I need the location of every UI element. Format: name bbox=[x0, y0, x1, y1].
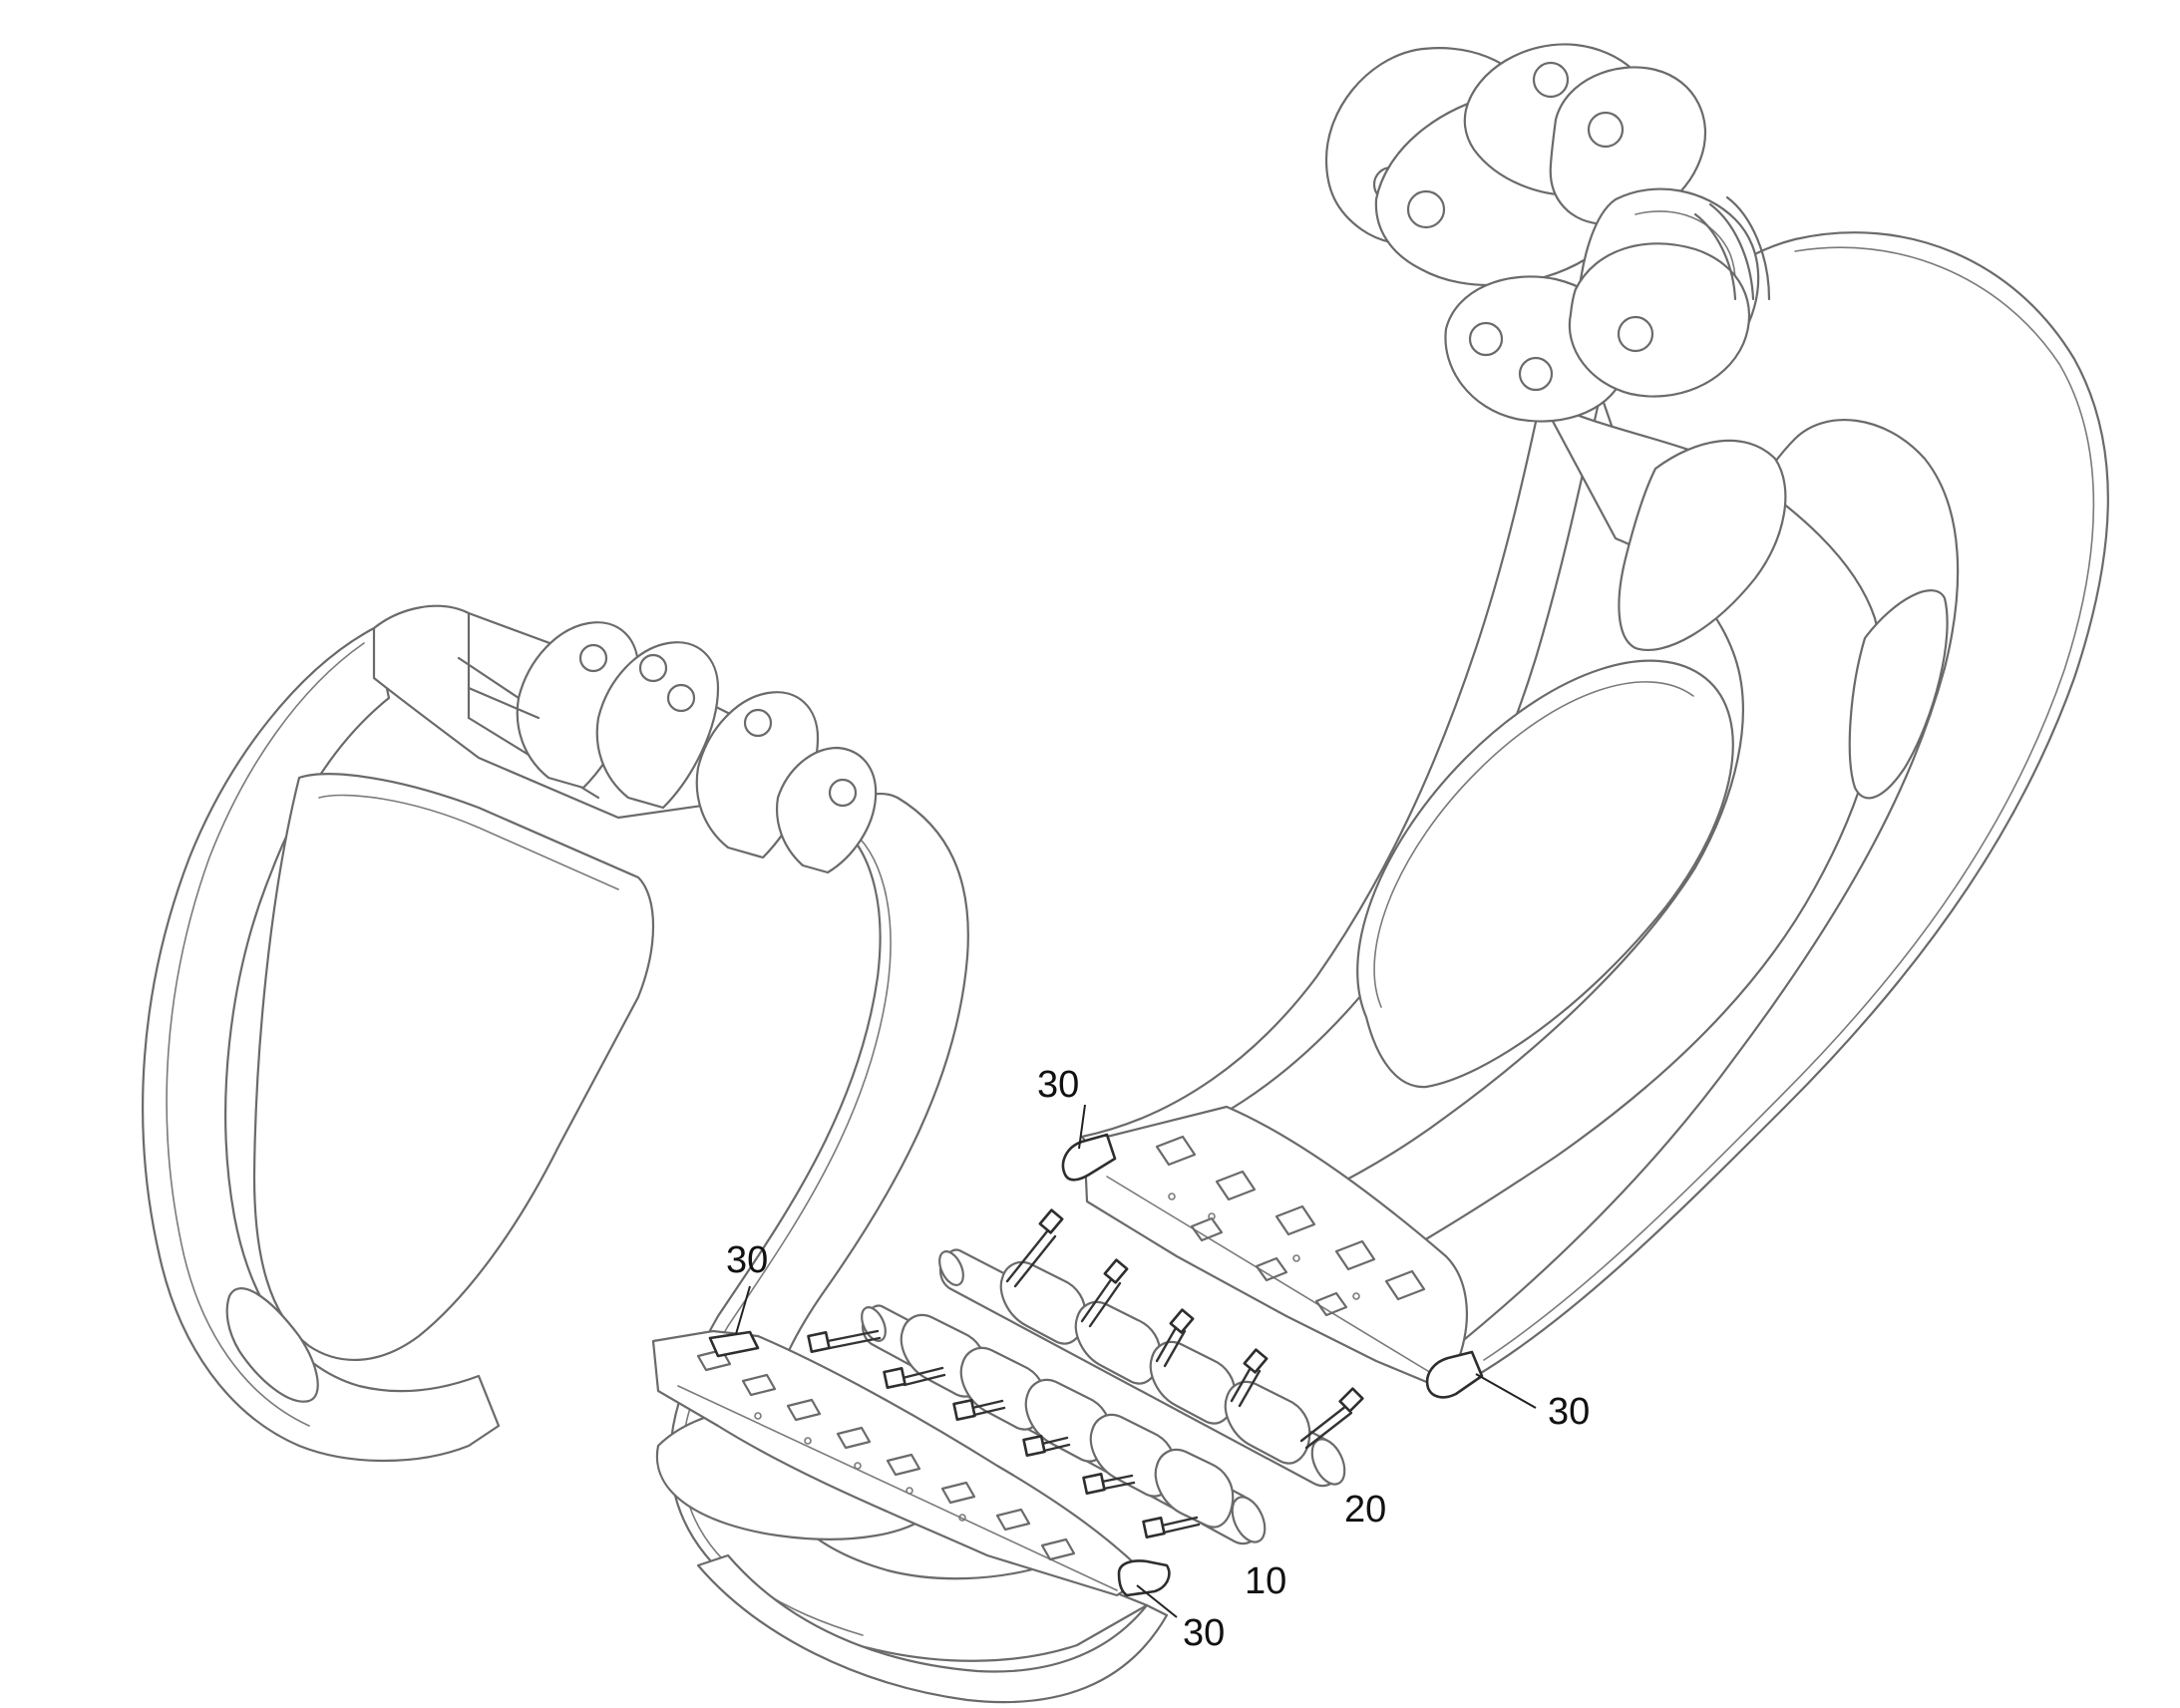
right-arm-tip-plate bbox=[1083, 1105, 1468, 1388]
lug-bore bbox=[1532, 61, 1570, 99]
lug-bore bbox=[638, 653, 668, 683]
callout-label: 20 bbox=[1344, 1489, 1386, 1531]
lug-bore bbox=[1617, 315, 1654, 353]
leader-30-upper-right bbox=[1078, 1104, 1086, 1150]
lug-bore bbox=[1518, 356, 1554, 392]
lug-bore bbox=[743, 708, 773, 738]
leader-30-left bbox=[735, 1285, 751, 1335]
lug-bore bbox=[578, 643, 608, 673]
shaft-20-collars bbox=[999, 1260, 1311, 1465]
wear-block-upper-left bbox=[1061, 1133, 1117, 1182]
tip-plate-slots bbox=[1155, 1135, 1426, 1317]
wear-block-bottom bbox=[1117, 1559, 1171, 1597]
lug-bore bbox=[1468, 321, 1504, 357]
callouts: 30 30 30 20 10 30 bbox=[726, 1064, 1590, 1654]
callout-label: 10 bbox=[1245, 1560, 1286, 1602]
right-arm-hinge-lugs bbox=[1324, 43, 1771, 423]
lug-bore bbox=[666, 683, 696, 713]
lug-bore bbox=[828, 778, 858, 808]
callout-label: 30 bbox=[1548, 1391, 1590, 1433]
callout-label: 30 bbox=[1037, 1064, 1079, 1106]
right-grapple-arm bbox=[1061, 43, 2109, 1399]
shaft-assembly-10 bbox=[807, 1304, 1267, 1545]
shaft-10-collars bbox=[900, 1313, 1235, 1529]
shaft-assembly-20 bbox=[938, 1208, 1364, 1488]
shaft-20-bolts bbox=[1005, 1208, 1364, 1450]
shaft-10-bolts bbox=[807, 1329, 1201, 1538]
lug-bore bbox=[1406, 189, 1446, 229]
callout-label: 30 bbox=[1183, 1612, 1225, 1654]
callout-label: 30 bbox=[726, 1239, 768, 1281]
leader-30-right bbox=[1475, 1373, 1537, 1409]
leader-30-bottom bbox=[1136, 1584, 1178, 1618]
wear-block-lower-right bbox=[1425, 1350, 1484, 1399]
lug-bore bbox=[1587, 111, 1625, 149]
left-arm-tip-plate bbox=[651, 1329, 1149, 1597]
left-grapple-arm bbox=[142, 604, 1171, 1704]
tip-plate-slots bbox=[696, 1348, 1076, 1561]
left-arm-hinge-lugs bbox=[457, 621, 878, 874]
